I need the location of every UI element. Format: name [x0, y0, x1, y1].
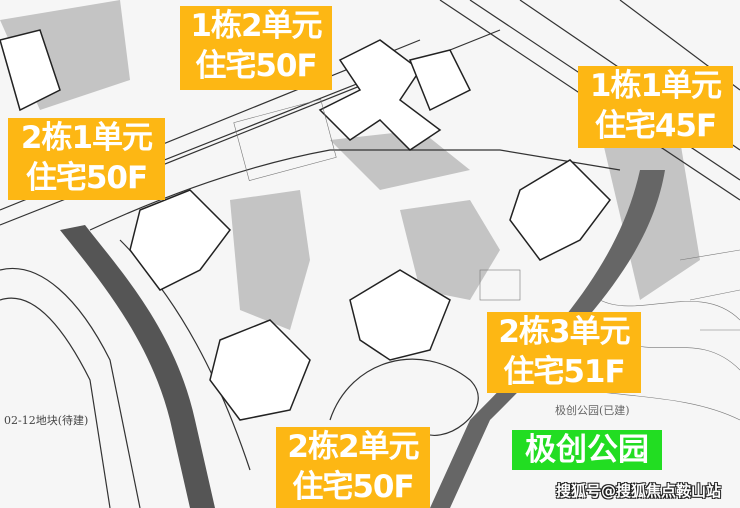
label-building1-unit2: 1栋2单元 住宅50F — [180, 6, 332, 90]
label-line2: 住宅50F — [292, 469, 414, 505]
label-line1: 1栋2单元 — [190, 8, 322, 44]
label-line1: 1栋1单元 — [589, 68, 722, 104]
label-building2-unit1: 2栋1单元 住宅50F — [8, 118, 165, 200]
label-line2: 住宅51F — [503, 354, 625, 390]
label-line1: 2栋2单元 — [287, 429, 419, 465]
label-line1: 2栋1单元 — [20, 120, 153, 156]
label-building2-unit3: 2栋3单元 住宅51F — [487, 312, 641, 393]
label-line1: 2栋3单元 — [498, 314, 630, 350]
label-building2-unit2: 2栋2单元 住宅50F — [276, 427, 430, 508]
park-built-text: 极创公园(已建) — [555, 404, 630, 417]
label-building1-unit1: 1栋1单元 住宅45F — [578, 66, 733, 148]
label-line2: 住宅50F — [25, 160, 148, 196]
watermark: 搜狐号@搜狐焦点鞍山站 — [556, 482, 722, 500]
road-band — [60, 225, 215, 508]
label-line2: 住宅45F — [594, 108, 717, 144]
buildings — [0, 29, 611, 421]
plot-text: 02-12地块(待建) — [4, 414, 89, 427]
park-label: 极创公园 — [512, 430, 662, 470]
label-line2: 住宅50F — [195, 48, 317, 84]
